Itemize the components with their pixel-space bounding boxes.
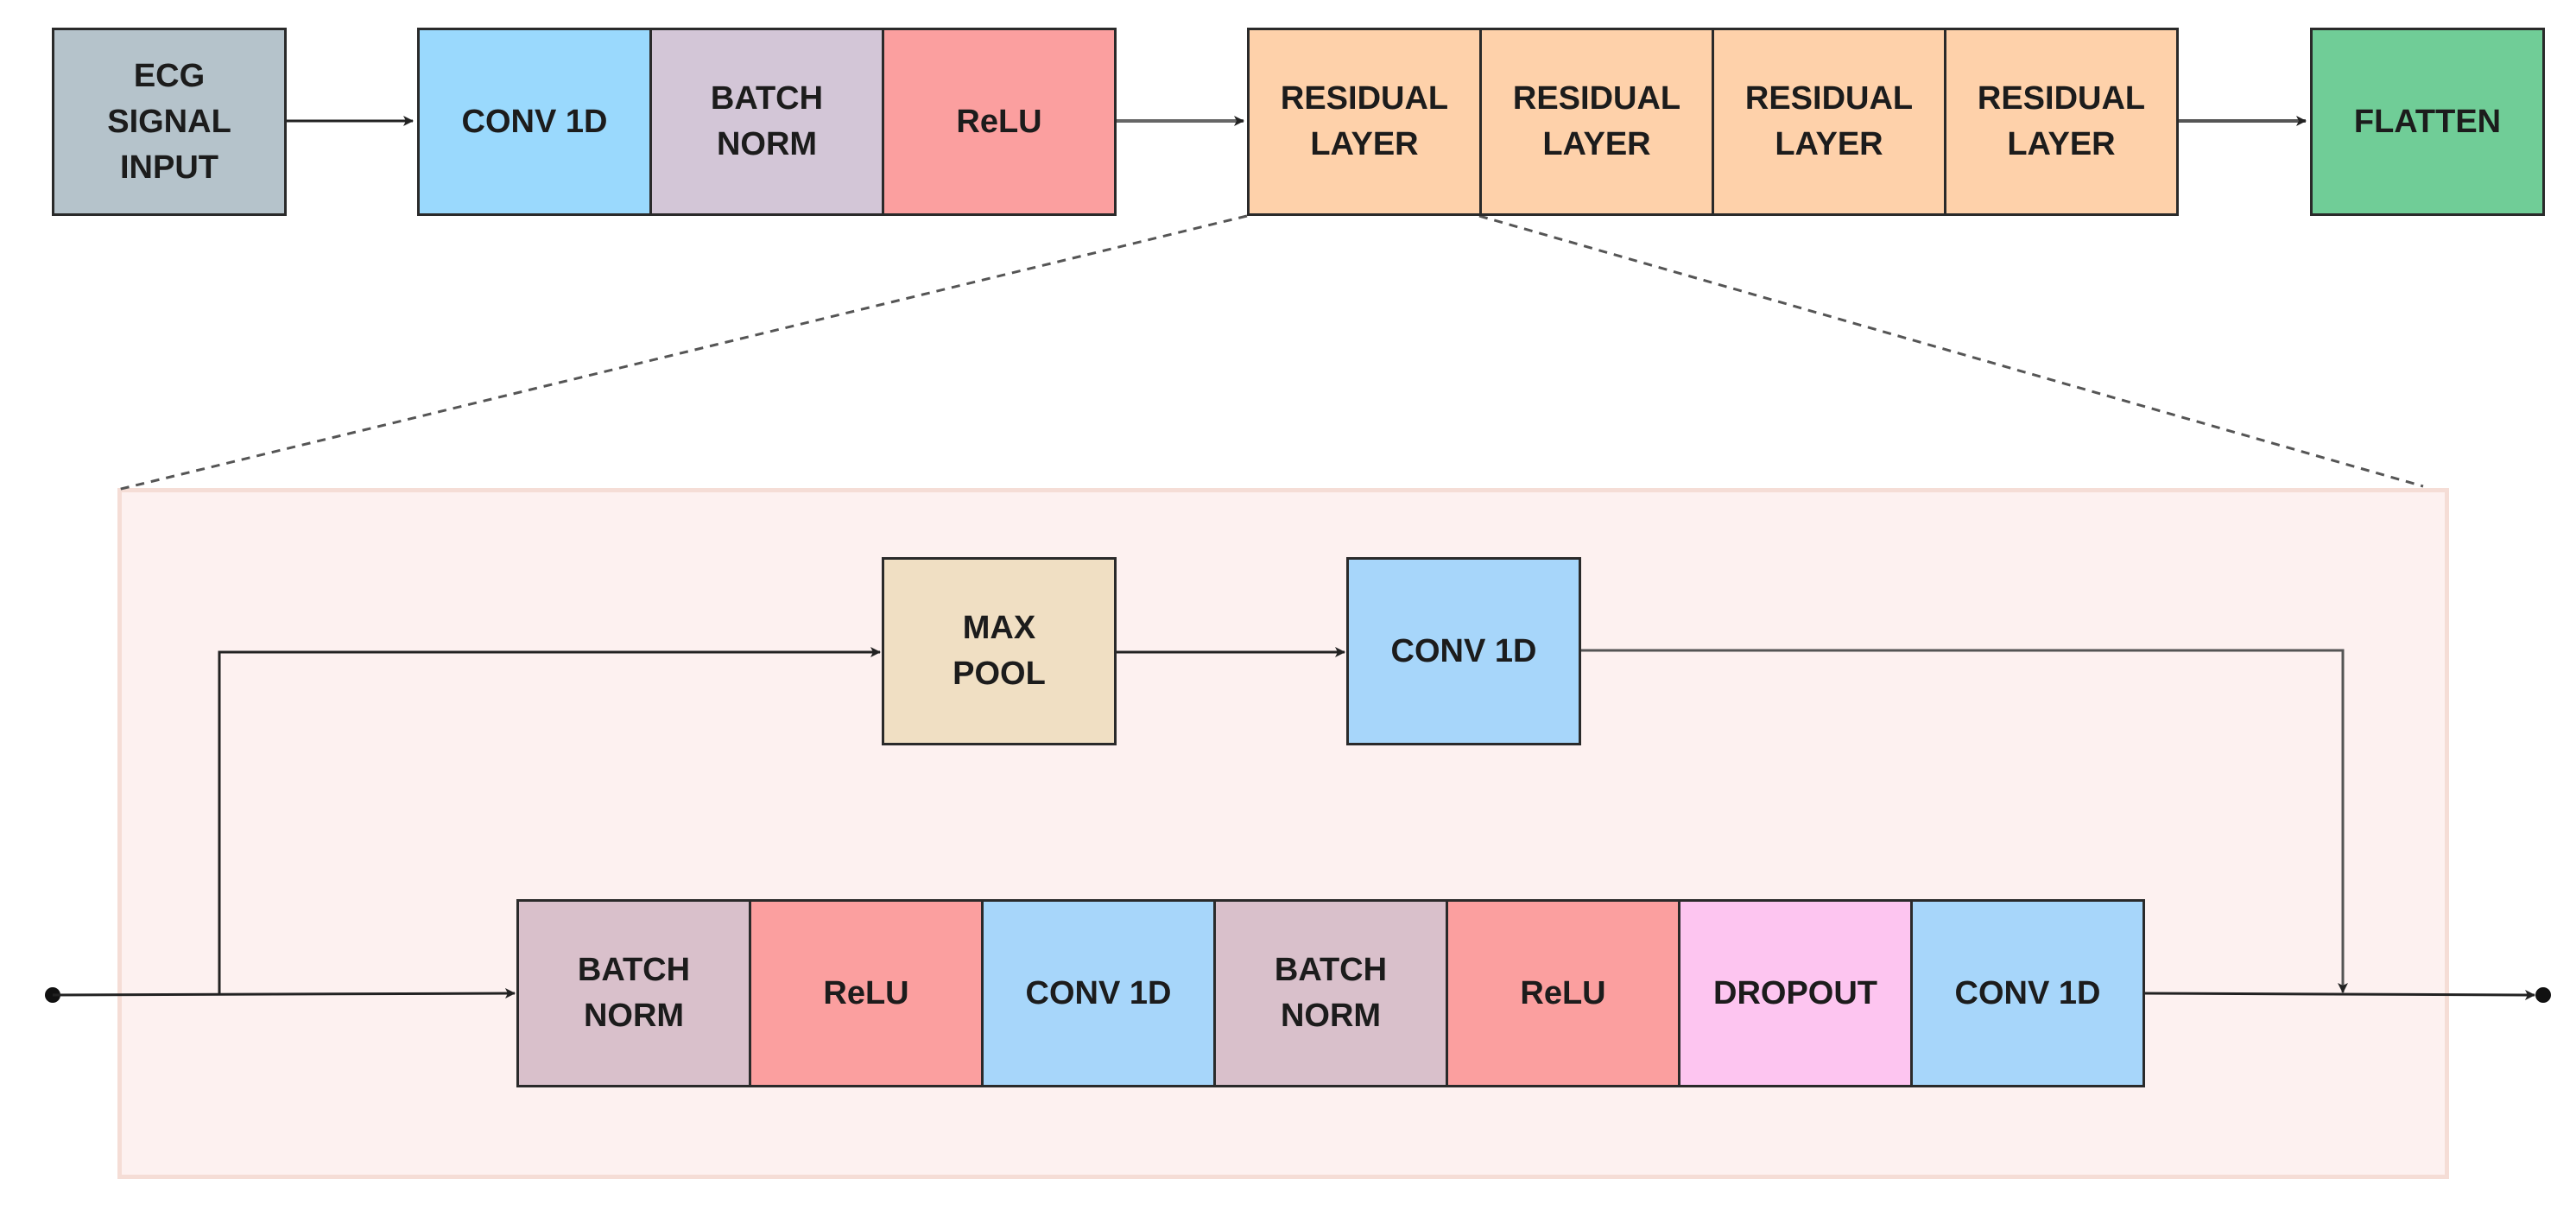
skip-conv1d-box: CONV 1D — [1346, 557, 1581, 745]
ecg-signal-input-box: ECG SIGNAL INPUT — [52, 28, 287, 216]
relu-box: ReLU — [882, 28, 1117, 216]
main-conv1d-box-2: CONV 1D — [1910, 899, 2145, 1087]
residual-layer-box: RESIDUAL LAYER — [1944, 28, 2179, 216]
skip-path-to-sum — [1579, 649, 2348, 993]
arrow-in-to-batchnorm — [52, 988, 516, 999]
skip-path-to-maxpool — [218, 647, 881, 995]
main-conv1d-box-1: CONV 1D — [981, 899, 1216, 1087]
max-pool-box: MAX POOL — [882, 557, 1117, 745]
conv1d-box: CONV 1D — [417, 28, 652, 216]
residual-layer-box: RESIDUAL LAYER — [1712, 28, 1946, 216]
expansion-line-right — [1478, 214, 2424, 488]
residual-layer-box: RESIDUAL LAYER — [1479, 28, 1714, 216]
main-relu-box-2: ReLU — [1446, 899, 1680, 1087]
expansion-line-left — [117, 214, 1248, 491]
main-dropout-box: DROPOUT — [1678, 899, 1913, 1087]
main-batch-norm-box-2: BATCH NORM — [1213, 899, 1448, 1087]
flatten-box: FLATTEN — [2310, 28, 2545, 216]
main-batch-norm-box-1: BATCH NORM — [516, 899, 751, 1087]
arrow-conv-to-output — [2142, 989, 2535, 1000]
residual-layer-box: RESIDUAL LAYER — [1247, 28, 1482, 216]
batch-norm-box: BATCH NORM — [649, 28, 884, 216]
main-relu-box-1: ReLU — [749, 899, 984, 1087]
block-output-dot — [2535, 987, 2551, 1003]
